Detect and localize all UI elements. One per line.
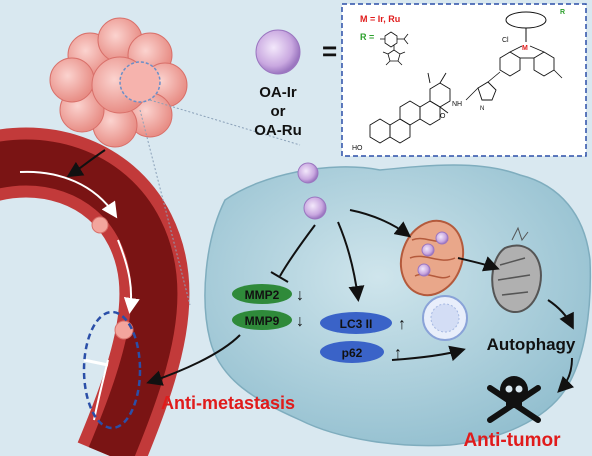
r-definition: R = <box>360 32 374 42</box>
lc3-up-arrow: ↑ <box>398 316 406 333</box>
mmp9-marker: MMP9 ↓ <box>232 310 304 330</box>
inhibition-highlight <box>82 310 142 430</box>
mitochondrion <box>399 219 465 297</box>
n-label: N <box>480 106 484 112</box>
circulating-cell-2 <box>114 320 134 340</box>
tumor-cluster <box>49 17 188 148</box>
arrow-tumor-to-vessel <box>66 149 106 178</box>
nanoparticle-inside <box>303 196 327 220</box>
nanoparticle-outside <box>297 162 319 184</box>
p62-label: p62 <box>342 346 363 360</box>
autophagosome <box>422 295 468 341</box>
lc3-marker: LC3 II ↑ <box>320 312 406 334</box>
mmp2-marker: MMP2 ↓ <box>232 284 304 304</box>
autophagy-label: Autophagy <box>487 335 576 354</box>
o-label: O <box>440 113 446 120</box>
compound-name-line3: OA-Ru <box>254 122 302 139</box>
circulating-cell-1 <box>91 216 109 234</box>
equals-sign: = <box>322 36 337 66</box>
nh-label: NH <box>452 101 462 108</box>
mmp2-label: MMP2 <box>245 288 280 302</box>
m-label: M <box>522 45 528 52</box>
cl-label: Cl <box>502 37 509 44</box>
metal-definition: M = Ir, Ru <box>360 14 400 24</box>
damaged-mitochondrion <box>491 226 542 314</box>
pathway-arrows <box>146 209 575 393</box>
r-label: R <box>560 9 565 16</box>
mmp9-label: MMP9 <box>245 314 280 328</box>
guide-line-bottom <box>139 109 191 306</box>
chemical-structure-box: M = Ir, Ru R = R Cl M N NH O <box>341 3 587 157</box>
compound-name-line1: OA-Ir <box>259 84 297 101</box>
skull-icon <box>487 376 541 423</box>
nanoparticle-legend-icon <box>255 29 301 75</box>
ho-label: HO <box>352 145 363 152</box>
mmp9-down-arrow: ↓ <box>296 313 304 330</box>
lc3-label: LC3 II <box>340 317 373 331</box>
p62-up-arrow: ↑ <box>394 345 402 362</box>
anti-metastasis-label: Anti-metastasis <box>161 393 295 413</box>
p62-marker: p62 ↑ <box>320 341 402 363</box>
compound-name-line2: or <box>271 103 286 120</box>
anti-tumor-label: Anti-tumor <box>463 430 561 451</box>
mmp2-down-arrow: ↓ <box>296 287 304 304</box>
